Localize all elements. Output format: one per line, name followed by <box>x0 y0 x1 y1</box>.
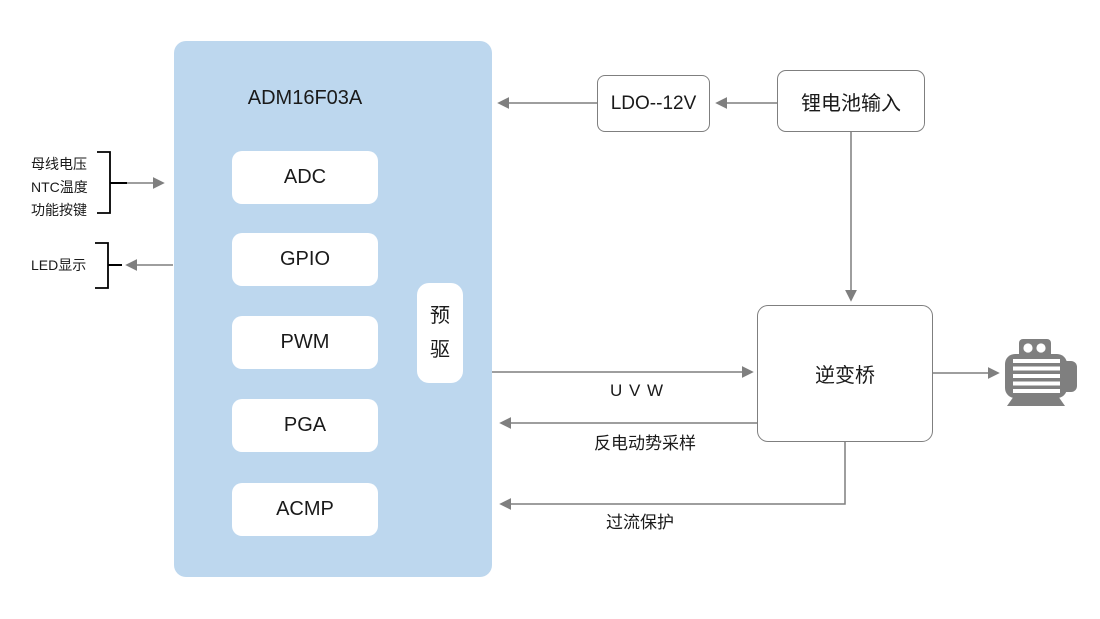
led-bracket <box>95 242 109 289</box>
analog-input-labels: 母线电压 NTC温度 功能按键 <box>31 153 88 222</box>
ntc-temp-label: NTC温度 <box>31 179 88 195</box>
overcurrent-label: 过流保护 <box>606 513 674 532</box>
block-gpio: GPIO <box>232 233 378 286</box>
back-emf-label: 反电动势采样 <box>594 434 696 453</box>
block-acmp: ACMP <box>232 483 378 536</box>
function-keys-label: 功能按键 <box>31 202 87 218</box>
ldo-box: LDO--12V <box>597 75 710 132</box>
block-pga: PGA <box>232 399 378 452</box>
inverter-bridge-box: 逆变桥 <box>757 305 933 442</box>
block-pwm: PWM <box>232 316 378 369</box>
battery-input-box: 锂电池输入 <box>777 70 925 132</box>
bus-voltage-label: 母线电压 <box>31 156 87 172</box>
block-adc: ADC <box>232 151 378 204</box>
uvw-label: U V W <box>609 381 665 400</box>
mcu-title: ADM16F03A <box>247 87 363 109</box>
led-display-label: LED显示 <box>31 257 87 273</box>
inputs-bracket <box>97 151 111 214</box>
block-predriver: 预驱 <box>417 283 463 383</box>
motor-icon <box>1005 339 1077 406</box>
mcu-box: ADM16F03A ADC GPIO PWM PGA ACMP 预驱 <box>174 41 492 577</box>
